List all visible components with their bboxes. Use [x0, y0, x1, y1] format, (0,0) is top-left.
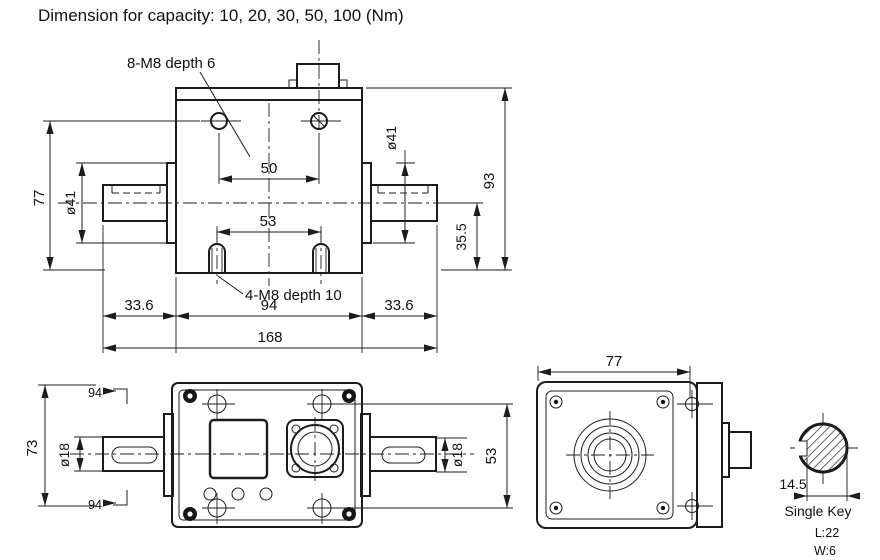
plan-view: ø18 73 ø18 53 94 94	[24, 382, 513, 528]
dim-33-6-left-label: 33.6	[124, 297, 153, 314]
callout-top-holes: 8-M8 depth 6	[127, 55, 251, 158]
dim-center-to-base: 35.5	[441, 202, 483, 270]
section-marker-bottom: 94	[88, 490, 128, 512]
end-shaft-bore	[566, 411, 654, 499]
dim-dia18-right-label: ø18	[449, 443, 465, 467]
stud-right	[312, 243, 330, 273]
callout-4m8-label: 4-M8 depth 10	[245, 287, 342, 304]
left-shaft	[102, 184, 168, 222]
plan-right-shaft	[360, 413, 437, 497]
connector-foot-right	[338, 79, 348, 89]
dim-dia18-left-label: ø18	[56, 443, 72, 467]
plan-face-plate	[178, 389, 356, 521]
dim-53-plan-label: 53	[483, 448, 500, 465]
dim-overall-height: 93	[366, 87, 512, 271]
dim-bottom-lengths: 33.6 94 33.6 168	[102, 225, 438, 353]
dim-plan-left-shaft-dia: ø18	[56, 436, 103, 472]
dim-dia41-left-label: ø41	[62, 191, 78, 215]
dim-dia41-right-label: ø41	[383, 126, 399, 150]
dim-plan-body-height: 73	[24, 384, 96, 507]
dim-73-label: 73	[24, 440, 41, 457]
dim-14-5-label: 14.5	[779, 476, 806, 492]
dim-93-label: 93	[481, 173, 498, 190]
plan-connector	[286, 417, 344, 481]
plan-right-keyway-slot	[381, 446, 426, 464]
plan-left-keyway-slot	[111, 446, 158, 464]
dim-53-label: 53	[260, 213, 277, 230]
callout-bottom-holes: 4-M8 depth 10	[217, 275, 342, 304]
end-side-connector	[721, 422, 752, 478]
front-view: 50 53 77 ø41 ø41	[31, 40, 512, 353]
dim-35-5-label: 35.5	[453, 223, 469, 250]
dim-77-end-label: 77	[606, 353, 623, 370]
tapped-hole-right	[310, 112, 328, 130]
key-width-label: W:6	[814, 544, 836, 558]
section-marker-bottom-label: 94	[88, 498, 102, 512]
end-face-screws	[549, 395, 670, 515]
dim-hole-spacing-top: 50	[218, 133, 320, 184]
key-length-label: L:22	[815, 526, 839, 540]
dim-left-shaft-dia: ø41	[62, 162, 167, 244]
dim-50-label: 50	[261, 160, 278, 177]
dim-168-label: 168	[257, 329, 282, 346]
end-view: 77	[536, 353, 752, 529]
dim-33-6-right-label: 33.6	[384, 297, 413, 314]
dim-plan-right-shaft-dia: ø18	[436, 437, 467, 473]
callout-8m8-label: 8-M8 depth 6	[127, 55, 215, 72]
nameplate	[208, 418, 269, 480]
front-left-shaft	[102, 162, 177, 244]
plan-indicator-circles	[203, 487, 273, 501]
connector-foot-left	[288, 79, 298, 89]
plan-left-shaft	[102, 413, 174, 497]
plan-m8-holes	[202, 389, 340, 524]
dim-plan-hole-rows: 53	[334, 403, 513, 509]
drawing-title: Dimension for capacity: 10, 20, 30, 50, …	[38, 6, 404, 25]
key-detail: 14.5 Single Key L:22 W:6	[779, 413, 860, 558]
tapped-hole-left	[210, 112, 228, 130]
dim-stud-spacing: 53	[216, 213, 322, 242]
end-side-strip	[677, 382, 723, 528]
dim-77-label: 77	[31, 190, 48, 207]
plan-corner-screws	[183, 389, 356, 521]
dim-left-height: 77	[31, 120, 200, 271]
key-caption: Single Key	[785, 503, 852, 519]
top-tapped-holes	[201, 112, 341, 130]
dim-right-shaft-dia: ø41	[373, 126, 415, 244]
dim-94-label: 94	[261, 297, 278, 314]
dim-key-across: 14.5	[779, 452, 860, 501]
end-face-plate	[545, 390, 674, 520]
top-connector	[296, 63, 340, 89]
stud-left	[208, 243, 226, 273]
section-marker-top: 94	[88, 386, 128, 404]
front-right-shaft	[361, 162, 438, 244]
section-marker-top-label: 94	[88, 386, 102, 400]
keyway-notch	[795, 441, 807, 456]
